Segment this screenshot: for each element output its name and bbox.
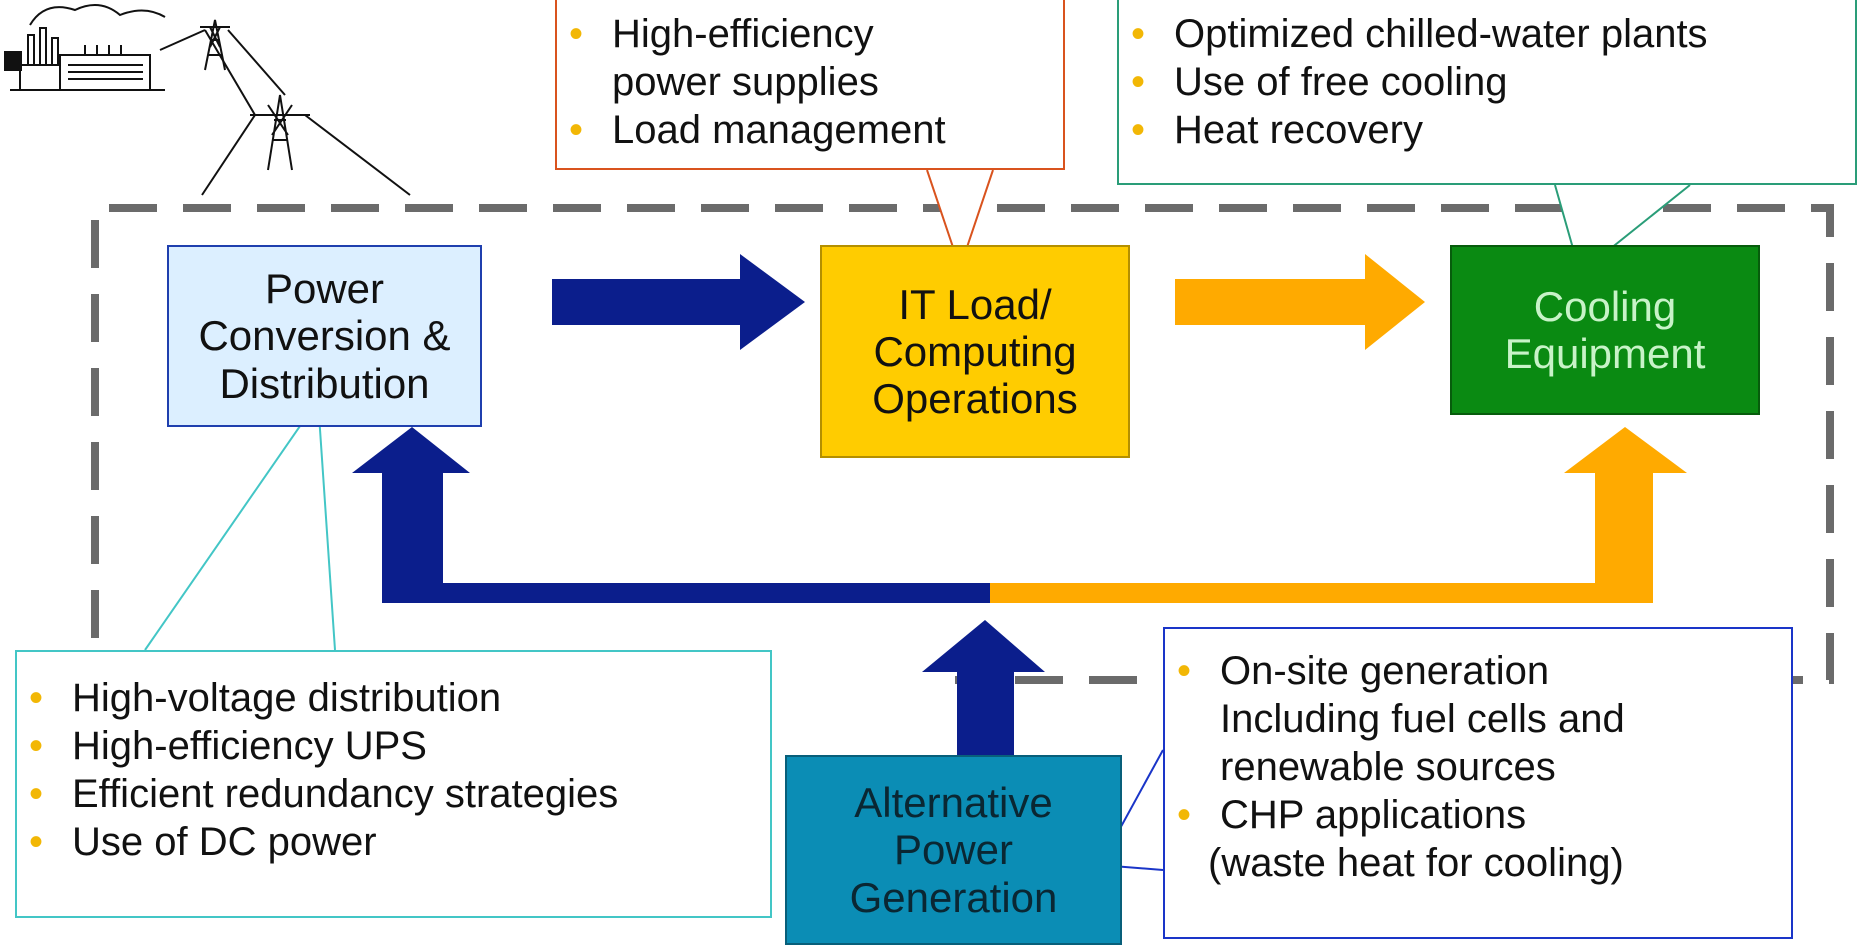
cooling-callout-item: • Optimized chilled-water plants — [1119, 10, 1855, 58]
arrow-loop-to-cooling — [990, 427, 1687, 603]
generation-callout-item-text: On-site generation — [1220, 649, 1550, 693]
arrow-it-to-cooling — [1175, 254, 1425, 350]
it-load-line-2: Computing — [873, 327, 1077, 375]
generation-callout-item-text: CHP applications — [1220, 793, 1527, 837]
pointer-power-callout — [144, 397, 336, 651]
cooling-callout-item: • Heat recovery — [1119, 106, 1855, 154]
it-callout-item: • High-efficiency power supplies — [557, 10, 1063, 106]
cooling-callout-item-text: Heat recovery — [1174, 108, 1423, 152]
alternative-power-line-2: Power — [893, 826, 1014, 874]
cooling-callout-item-text: Optimized chilled-water plants — [1174, 12, 1708, 56]
alternative-power-box: Alternative Power Generation — [785, 755, 1122, 945]
power-callout-item: • Efficient redundancy strategies — [17, 770, 770, 818]
alternative-power-line-3: Generation — [849, 873, 1058, 921]
it-callout-item: • Load management — [557, 106, 1063, 154]
generation-callout-item: • On-site generation Including fuel cell… — [1165, 647, 1791, 791]
power-conversion-box: Power Conversion & Distribution — [167, 245, 482, 427]
power-callout: • High-voltage distribution • High-effic… — [15, 650, 772, 918]
it-load-callout: • High-efficiency power supplies • Load … — [555, 0, 1065, 170]
generation-callout: • On-site generation Including fuel cell… — [1163, 627, 1793, 939]
it-load-line-1: IT Load/ — [898, 280, 1052, 328]
power-callout-item: • High-efficiency UPS — [17, 722, 770, 770]
cooling-callout: • Optimized chilled-water plants • Use o… — [1117, 0, 1857, 185]
cooling-equipment-box: Cooling Equipment — [1450, 245, 1760, 415]
it-load-box: IT Load/ Computing Operations — [820, 245, 1130, 458]
transmission-tower-icon — [159, 19, 411, 196]
alternative-power-label: Alternative Power Generation — [850, 779, 1058, 920]
cooling-callout-item: • Use of free cooling — [1119, 58, 1855, 106]
power-callout-item-text: Use of DC power — [72, 820, 377, 864]
power-callout-item-text: High-voltage distribution — [72, 676, 502, 720]
arrow-power-to-it — [552, 254, 805, 350]
generation-callout-item: • CHP applications (waste heat for cooli… — [1165, 791, 1791, 887]
arrow-loop-to-power — [352, 427, 990, 603]
cooling-equipment-label: Cooling Equipment — [1505, 283, 1706, 377]
power-conversion-label: Power Conversion & Distribution — [198, 265, 450, 406]
generation-callout-item-text: Including fuel cells and — [1220, 697, 1625, 741]
cooling-line-2: Equipment — [1504, 330, 1706, 377]
power-conversion-line-3: Distribution — [219, 359, 430, 407]
arrow-generation-up — [922, 620, 1045, 755]
alternative-power-line-1: Alternative — [854, 779, 1053, 827]
generation-callout-item-text: renewable sources — [1220, 745, 1556, 789]
it-callout-item-text: power supplies — [612, 60, 879, 104]
cooling-callout-item-text: Use of free cooling — [1174, 60, 1508, 104]
cooling-line-1: Cooling — [1533, 282, 1677, 330]
it-load-line-3: Operations — [872, 375, 1078, 423]
power-callout-item: • Use of DC power — [17, 818, 770, 866]
power-callout-item: • High-voltage distribution — [17, 674, 770, 722]
power-callout-item-text: Efficient redundancy strategies — [72, 772, 619, 816]
it-callout-item-text: High-efficiency — [612, 12, 874, 56]
it-load-label: IT Load/ Computing Operations — [872, 281, 1077, 422]
it-callout-item-text: Load management — [612, 108, 946, 152]
power-conversion-line-1: Power — [264, 265, 385, 313]
power-conversion-line-2: Conversion & — [198, 312, 451, 360]
power-plant-icon — [4, 4, 166, 91]
power-callout-item-text: High-efficiency UPS — [72, 724, 427, 768]
generation-callout-item-text: (waste heat for cooling) — [1208, 841, 1624, 885]
